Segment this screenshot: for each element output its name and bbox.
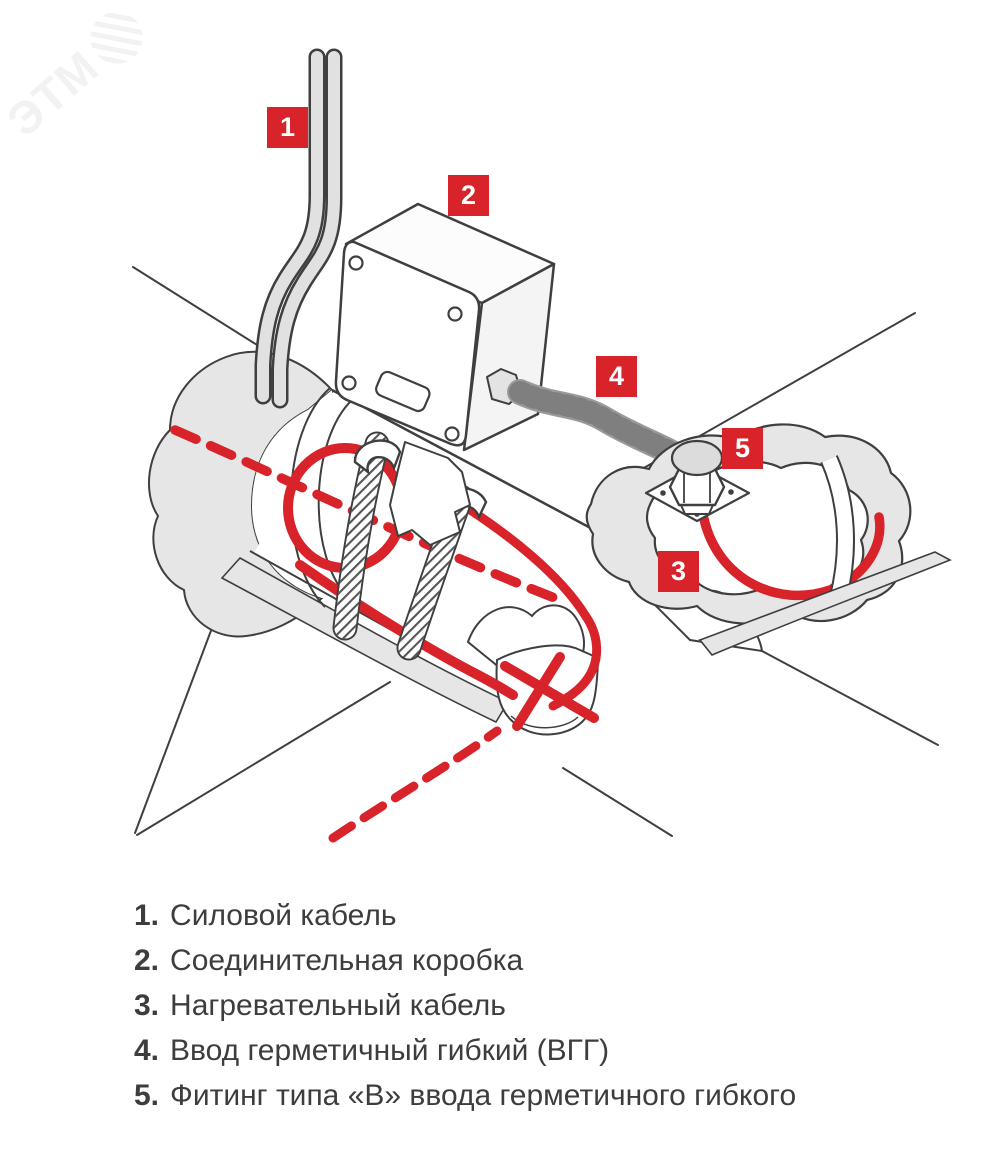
strap-buckle-left bbox=[353, 439, 402, 475]
heating-cable-s-curve bbox=[453, 497, 602, 711]
legend-item-5: 5. Фитинг типа «В» ввода герметичного ги… bbox=[134, 1073, 796, 1118]
legend: 1. Силовой кабель 2. Соединительная коро… bbox=[134, 893, 796, 1118]
insulation-strip-left bbox=[220, 556, 510, 724]
marker-3: 3 bbox=[658, 551, 699, 592]
heating-cable-right-loop bbox=[699, 512, 885, 601]
legend-item-text: Нагревательный кабель bbox=[170, 988, 506, 1022]
legend-item-text: Силовой кабель bbox=[170, 898, 397, 932]
legend-item-number: 2. bbox=[134, 943, 160, 977]
installation-diagram bbox=[132, 48, 952, 843]
heating-cable-cross-1 bbox=[500, 661, 599, 723]
legend-item-text: Соединительная коробка bbox=[170, 943, 524, 977]
marker-4: 4 bbox=[596, 356, 637, 397]
insulation-strip-right bbox=[698, 551, 952, 656]
fitting-base bbox=[679, 504, 715, 515]
junction-box-front bbox=[334, 240, 481, 447]
legend-item-4: 4. Ввод герметичный гибкий (ВГГ) bbox=[134, 1028, 796, 1073]
legend-item-text: Ввод герметичный гибкий (ВГГ) bbox=[170, 1033, 610, 1067]
fitting-type-b bbox=[644, 439, 751, 523]
legend-item-number: 3. bbox=[134, 988, 160, 1022]
junction-box-screws bbox=[341, 255, 463, 442]
box-bracket bbox=[389, 441, 471, 546]
legend-item-1: 1. Силовой кабель bbox=[134, 893, 796, 938]
legend-item-text: Фитинг типа «В» ввода герметичного гибко… bbox=[170, 1078, 797, 1112]
power-cable bbox=[254, 48, 343, 409]
legend-item-2: 2. Соединительная коробка bbox=[134, 938, 796, 983]
marker-1: 1 bbox=[267, 107, 308, 148]
legend-item-3: 3. Нагревательный кабель bbox=[134, 983, 796, 1028]
junction-box bbox=[334, 202, 556, 452]
legend-item-number: 1. bbox=[134, 898, 160, 932]
marker-5: 5 bbox=[722, 428, 763, 469]
junction-box-label-plate bbox=[375, 370, 431, 413]
heating-cable-dashed-down bbox=[328, 726, 502, 843]
legend-item-number: 5. bbox=[134, 1078, 160, 1112]
legend-item-number: 4. bbox=[134, 1033, 160, 1067]
marker-2: 2 bbox=[448, 175, 489, 216]
heating-cable-cross-2 bbox=[512, 652, 565, 731]
fitting-dome bbox=[670, 439, 724, 477]
